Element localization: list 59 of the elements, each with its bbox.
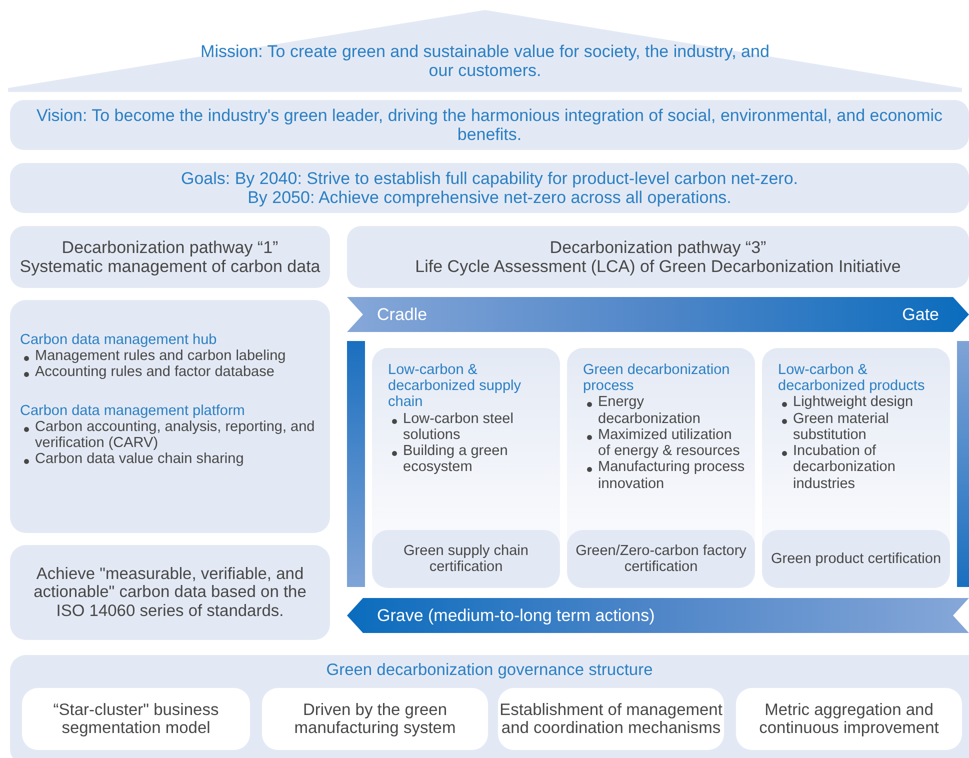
bullet-item: Maximized utilization of energy & resources — [583, 426, 745, 460]
panel-title: Green decarbonization governance structure — [326, 661, 653, 680]
bullet-item: Lightweight design — [778, 394, 940, 411]
stage-card — [372, 348, 560, 588]
bullet-item: Green material substitution — [778, 410, 940, 444]
header-text: Systematic management of carbon data — [20, 257, 320, 276]
side-bar — [347, 341, 365, 587]
governance-box — [262, 688, 488, 750]
bullet-item: Low-carbon steel solutions — [388, 410, 550, 444]
governance-box — [22, 688, 250, 750]
statement-text: Achieve "measurable, verifiable, and actionable" carbon data based on the ISO 14060 series of standards. — [32, 564, 308, 620]
banner-text: Goals: By 2040: Strive to establish full capability for product-level carbon net-zero. — [180, 168, 798, 188]
governance-box — [498, 688, 724, 750]
certification-text: Green product certification — [770, 550, 942, 568]
bullet-item: Manufacturing process innovation — [583, 459, 745, 492]
heading-text: Carbon data management hub — [20, 332, 218, 348]
stage-label: Grave (medium-to-long term actions) — [377, 606, 655, 626]
heading-text: Low-carbon & decarbonized products — [778, 362, 926, 394]
header-text: Decarbonization pathway “3” — [550, 238, 766, 257]
heading-text: Green decarbonization process — [583, 362, 731, 394]
stage-label: Gate — [902, 304, 939, 324]
certification-text: Green/Zero-carbon factory certification — [574, 542, 748, 576]
mission-roof — [8, 8, 962, 92]
pathway-header — [347, 226, 969, 288]
process-arrow-band — [347, 297, 969, 332]
statement-banner — [10, 100, 969, 150]
certification-box — [762, 530, 950, 588]
stage-card — [762, 348, 950, 588]
certification-box — [372, 530, 560, 588]
bullet-item: Energy decarbonization — [583, 394, 745, 427]
banner-text: Vision: To become the industry's green leader, driving the harmonious integration of social, environmental, and economic benefits. — [35, 106, 944, 144]
banner-text: By 2050: Achieve comprehensive net-zero across all operations. — [248, 188, 732, 208]
stage-label: Cradle — [377, 304, 428, 324]
governance-panel — [10, 655, 969, 758]
mission-text: Mission: To create green and sustainable value for society, the industry, and our customers. — [200, 42, 770, 80]
bullet-item: Management rules and carbon labeling — [20, 348, 320, 364]
certification-text: Green supply chain certification — [402, 542, 530, 576]
governance-text: “Star-cluster" business segmentation model — [52, 700, 220, 738]
heading-text: Low-carbon & decarbonized supply chain — [388, 362, 522, 411]
header-text: Decarbonization pathway “1” — [62, 238, 278, 257]
heading-text: Carbon data management platform — [20, 402, 246, 419]
governance-text: Metric aggregation and continuous improvement — [758, 700, 940, 738]
side-bar — [957, 341, 969, 587]
bullet-item: Carbon data value chain sharing — [20, 451, 320, 468]
governance-text: Establishment of management and coordination mechanisms — [498, 700, 724, 738]
certification-box — [567, 530, 755, 588]
stage-card — [567, 348, 755, 588]
statement-banner — [10, 163, 969, 213]
bullet-item: Carbon accounting, analysis, reporting, and verification (CARV) — [20, 418, 320, 452]
bullet-item: Building a green ecosystem — [388, 443, 550, 476]
bullet-item: Accounting rules and factor database — [20, 364, 320, 381]
governance-box — [736, 688, 962, 750]
statement-box — [10, 545, 330, 640]
header-text: Life Cycle Assessment (LCA) of Green Decarbonization Initiative — [415, 257, 901, 276]
governance-text: Driven by the green manufacturing system — [293, 700, 457, 738]
pathway-header — [10, 226, 330, 288]
info-panel — [10, 300, 330, 533]
process-arrow-band — [347, 598, 969, 633]
bullet-item: Incubation of decarbonization industries — [778, 443, 940, 492]
